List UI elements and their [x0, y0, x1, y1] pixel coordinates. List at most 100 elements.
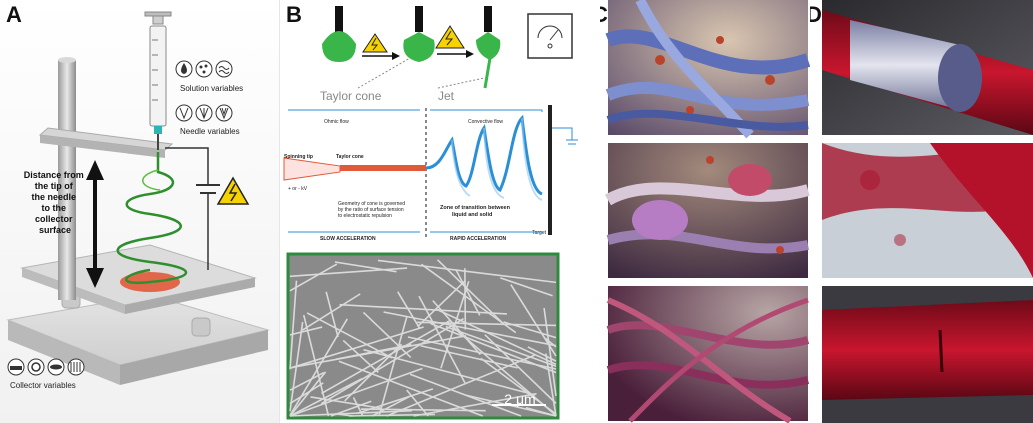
nanofiber — [409, 373, 522, 417]
spinning-tip — [283, 157, 341, 181]
panel-a-electrospinning-setup: A — [0, 0, 280, 423]
convective-flow-label: Convective flow — [468, 119, 503, 125]
nanofiber — [543, 307, 557, 396]
voltmeter-icon — [527, 13, 573, 59]
scale-bar-label: 2 μm — [504, 391, 535, 407]
panel-a-label: A — [6, 2, 22, 27]
nanofiber — [289, 409, 412, 417]
sem-micrograph: 2 μm — [286, 252, 560, 420]
nanofiber — [289, 326, 424, 369]
nanofiber — [386, 354, 536, 417]
high-voltage-warning-icon — [216, 176, 250, 205]
support-foot — [191, 317, 211, 337]
nanofiber — [544, 337, 557, 348]
nanofiber — [525, 406, 557, 417]
spinning-tip-label: Spinning tip — [284, 154, 313, 160]
collector-variable-icons — [7, 358, 85, 376]
ohmic-flow-label: Ohmic flow — [324, 119, 349, 125]
nanofiber — [289, 267, 408, 278]
nanofiber — [527, 346, 557, 362]
collector-variables-label: Collector variables — [10, 381, 76, 390]
nanofiber — [289, 318, 348, 416]
nanofiber — [289, 263, 338, 292]
rotating-drum-icon — [27, 358, 45, 376]
nanofiber — [363, 348, 536, 396]
needle-variable-icons — [175, 104, 233, 122]
nanofiber — [289, 371, 327, 417]
render-cell-adhesion — [605, 143, 810, 278]
svg-text:Distance from the tip of: Distance from the tip of the needle to t… — [24, 170, 87, 235]
distance-label-line: Distance from — [24, 170, 84, 180]
nanofiber — [455, 269, 481, 316]
nanofiber — [289, 371, 325, 391]
conductivity-molecules-icon — [195, 60, 213, 78]
target-collector — [548, 105, 552, 235]
nanofiber — [383, 311, 557, 347]
zone-note-line: Zone of transition between — [440, 205, 511, 211]
nanofiber — [503, 321, 557, 339]
solution-variable-icons — [175, 60, 233, 78]
nanofiber — [289, 377, 363, 417]
nanofiber — [360, 408, 486, 412]
fiber-render-images — [605, 0, 810, 423]
panel-b-taylor-cone-diagram: B — [280, 0, 600, 423]
panel-b-label: B — [286, 2, 302, 27]
nanofiber — [377, 259, 557, 284]
distance-label-line: surface — [39, 225, 71, 235]
wire-collector-icon — [67, 358, 85, 376]
nanofiber — [320, 317, 464, 405]
distance-label-line: to the — [41, 203, 66, 213]
panel-d-label: D — [810, 2, 822, 27]
panel-c-label: C — [600, 2, 608, 28]
nanofiber — [545, 353, 557, 417]
slow-acceleration-label: SLOW ACCELERATION — [320, 236, 376, 242]
nanofiber — [417, 321, 557, 327]
nanofiber — [289, 382, 324, 405]
setup-illustration: Distance from the tip of the needle to t… — [6, 11, 270, 390]
graft-endothelialized-render — [822, 286, 1033, 423]
zone-note-line: liquid and solid — [452, 212, 492, 218]
taylor-cone-label: Taylor cone — [320, 89, 382, 103]
jet-label: Jet — [438, 89, 455, 103]
droplet-stage-1 — [322, 6, 356, 62]
syringe-barrel — [149, 25, 167, 127]
nanofiber — [310, 396, 381, 409]
graft-implant-render — [822, 0, 1033, 135]
nanofiber — [432, 300, 481, 356]
needle-variables-label: Needle variables — [180, 127, 240, 136]
warning-icon — [362, 33, 388, 53]
nanofiber — [420, 344, 518, 369]
geometry-note-line: by the ratio of surface tension — [338, 207, 404, 213]
nanofiber — [397, 291, 421, 330]
nanofiber — [417, 280, 466, 328]
distance-label-line: collector — [35, 214, 73, 224]
panel-d-vascular-graft-renderings: D — [810, 0, 1033, 423]
nanofiber — [413, 392, 537, 417]
graft-cell-infiltration-render — [822, 143, 1033, 278]
nanofiber — [289, 280, 298, 370]
nanofiber — [420, 263, 517, 334]
panel-c-fiber-renderings: C — [600, 0, 810, 423]
nanofiber — [302, 314, 330, 417]
taylor-cone-illustration: Taylor cone Jet Ohmic flow Convective fl… — [283, 6, 578, 420]
polymer-jet-spiral — [116, 152, 188, 285]
nanofiber — [342, 339, 379, 374]
render-fibers-with-cells — [605, 0, 810, 139]
graft-render-images — [822, 0, 1033, 423]
nanofiber — [289, 326, 323, 336]
nanofiber — [325, 291, 339, 338]
geometry-note-line: Geometry of cone is governed — [338, 201, 405, 207]
nanofiber — [339, 303, 507, 315]
vertical-pole — [58, 60, 76, 300]
nanofiber — [289, 367, 423, 417]
nanofiber — [418, 295, 466, 384]
droplet-stage-3-jet — [476, 6, 501, 89]
droplet-stage-2 — [403, 6, 435, 62]
nanofiber — [445, 325, 557, 367]
nanofiber — [362, 311, 412, 359]
high-voltage-wire — [165, 147, 209, 185]
warning-icon — [435, 25, 465, 49]
voltage-label: + or - kV — [288, 186, 308, 192]
nanofiber — [510, 284, 557, 357]
nanofiber — [435, 308, 557, 366]
